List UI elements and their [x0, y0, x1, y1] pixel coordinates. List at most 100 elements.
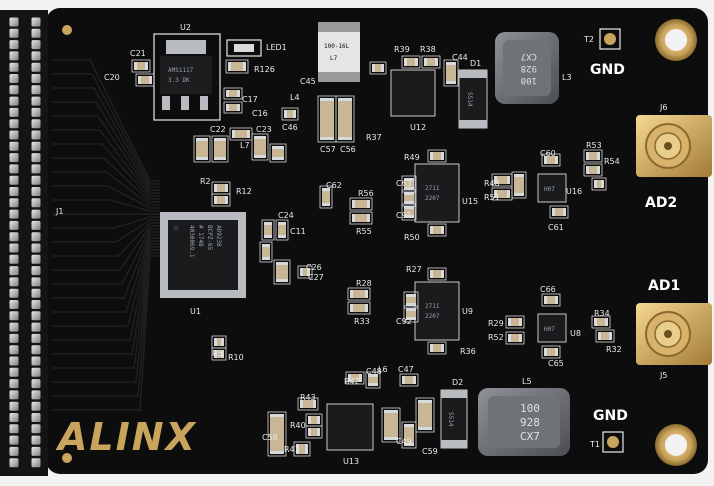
sot-u16: H07 U16: [537, 173, 582, 203]
l3-marking-line1: 100: [521, 75, 537, 85]
header-pin: [9, 458, 19, 468]
pcb-trace: [52, 225, 160, 271]
u9-marking-line1: 2711: [425, 303, 440, 310]
adc-marking-line3: # 1748: [197, 225, 204, 247]
header-pin: [9, 333, 19, 343]
refdes-c56: C56: [340, 145, 356, 154]
smd-passive: [541, 153, 561, 167]
regulator-ref: U2: [180, 23, 191, 32]
header-pin: [31, 17, 41, 27]
smd-passive: [211, 347, 227, 361]
header-pin: [31, 435, 41, 445]
smd-passive: [505, 331, 525, 345]
refdes-c45: C45: [300, 77, 316, 86]
pcb-trace: [52, 222, 160, 257]
header-pin: [9, 322, 19, 332]
t1-ref: T1: [589, 440, 600, 449]
smd-passive: [349, 211, 373, 225]
header-pin: [9, 107, 19, 117]
refdes-c62b: C62: [326, 181, 342, 190]
header-pin: [9, 379, 19, 389]
refdes-r55: R55: [356, 227, 372, 236]
smd-passive: [505, 315, 525, 329]
header-pin: [9, 220, 19, 230]
test-point-t2: T2: [583, 28, 621, 50]
header-pin: [9, 40, 19, 50]
pcb-trace: [52, 234, 160, 313]
l6-ref: L6: [378, 365, 388, 374]
header-pin: [31, 175, 41, 185]
pin-header-j1: [9, 17, 41, 468]
pin-header-body: [0, 10, 48, 476]
header-pin: [31, 288, 41, 298]
refdes-r29: R29: [488, 319, 504, 328]
smd-passive: [591, 177, 607, 191]
smd-passive: [319, 185, 333, 209]
refdes-r50: R50: [404, 233, 420, 242]
smd-passive: [305, 425, 323, 439]
refdes-c26: C26: [306, 263, 322, 272]
header-pin: [9, 175, 19, 185]
smd-passive: [273, 259, 291, 285]
refdes-c44: C44: [452, 53, 468, 62]
header-pin: [31, 40, 41, 50]
header-pin: [31, 153, 41, 163]
u9-ref: U9: [462, 307, 473, 316]
header-pin: [31, 28, 41, 38]
passive-components: [131, 55, 615, 457]
adc-marking-line4: 4030069.1: [188, 225, 195, 258]
smd-passive: [401, 421, 417, 449]
header-pin: [9, 277, 19, 287]
header-pin: [31, 119, 41, 129]
l3-marking-line2: 928: [521, 63, 537, 73]
smd-passive: [293, 441, 311, 457]
refdes-r36: R36: [460, 347, 476, 356]
c62-marking-line2: L7: [330, 55, 338, 62]
smd-passive: [427, 223, 447, 237]
soic-u13: U13: [326, 403, 374, 466]
header-pin: [9, 119, 19, 129]
soic-u15: 2711 2207 U15: [414, 163, 478, 223]
header-pin: [31, 62, 41, 72]
header-pin: [31, 277, 41, 287]
via-corner-top: [62, 25, 72, 35]
u8-ref: U8: [570, 329, 581, 338]
refdes-r32: R32: [606, 345, 622, 354]
adc-ref: U1: [190, 307, 201, 316]
led-1: LED1: [226, 39, 287, 57]
sma-connector-j6: J6: [636, 103, 712, 177]
refdes-c21: C21: [130, 49, 146, 58]
header-pin: [31, 367, 41, 377]
smd-passive: [347, 287, 371, 301]
ad1-label: AD1: [648, 278, 680, 294]
header-pin: [9, 311, 19, 321]
header-pin: [9, 401, 19, 411]
header-pin: [9, 187, 19, 196]
pcb-trace: [52, 143, 160, 200]
refdes-c92: C92: [396, 317, 412, 326]
smd-passive: [223, 101, 243, 114]
smd-passive: [135, 73, 155, 87]
refdes-c24: C24: [278, 211, 294, 220]
smd-passive: [427, 341, 447, 355]
pcb-trace: [52, 59, 160, 182]
header-pin: [9, 424, 19, 434]
refdes-r33: R33: [354, 317, 370, 326]
soic-u12: U12: [390, 69, 436, 132]
u16-marking: H07: [544, 186, 555, 193]
via-corner-bottom: [62, 453, 72, 463]
smd-passive: [211, 135, 229, 163]
refdes-r34: R34: [594, 309, 610, 318]
pcb-trace: [52, 219, 160, 243]
header-pin: [9, 243, 19, 253]
u16-ref: U16: [566, 187, 582, 196]
header-pin: [31, 187, 41, 196]
alinx-logo: ALINX: [55, 415, 197, 459]
header-pin: [9, 141, 19, 151]
l5-marking-line3: CX7: [520, 430, 540, 443]
d1-ref: D1: [470, 59, 481, 68]
smd-passive: [381, 407, 401, 443]
pcb-traces: [52, 59, 160, 411]
j1-ref: J1: [55, 207, 63, 216]
